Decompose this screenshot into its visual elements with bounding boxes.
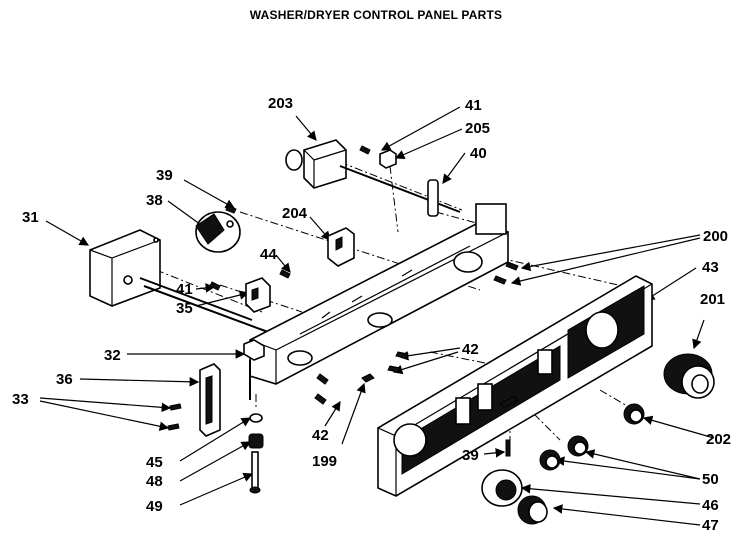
label-39-top: 39 (156, 167, 173, 184)
label-204: 204 (282, 205, 308, 222)
part-48-grommet (248, 433, 264, 449)
part-labels: 203 41 205 40 39 38 204 31 44 200 43 41 … (12, 95, 731, 534)
label-31: 31 (22, 209, 39, 226)
label-42-low: 42 (312, 427, 329, 444)
part-204-bracket (327, 227, 355, 267)
part-39-pin (505, 439, 511, 457)
label-205: 205 (465, 120, 490, 137)
part-50-knobs (539, 435, 589, 471)
part-49-screw (249, 451, 261, 494)
screws (167, 145, 519, 431)
label-49: 49 (146, 498, 163, 515)
label-43: 43 (702, 259, 719, 276)
label-46: 46 (702, 497, 719, 514)
part-47-knob (517, 495, 548, 525)
part-32-actuator (243, 339, 265, 400)
label-35: 35 (176, 300, 193, 317)
part-35-bracket (245, 277, 271, 313)
leader-lines (39, 106, 715, 526)
part-201-knob (663, 353, 715, 399)
part-202-knob (623, 403, 645, 425)
label-40: 40 (470, 145, 487, 162)
label-44: 44 (260, 246, 277, 263)
label-203: 203 (268, 95, 293, 112)
part-199-clip (361, 373, 375, 383)
part-38-switch (195, 211, 241, 253)
label-50: 50 (702, 471, 719, 488)
label-202: 202 (706, 431, 731, 448)
label-201: 201 (700, 291, 725, 308)
part-203-timer (285, 139, 461, 213)
label-42-mid: 42 (462, 341, 479, 358)
part-43-console-panel (377, 275, 653, 497)
label-38: 38 (146, 192, 163, 209)
label-39-low: 39 (462, 447, 479, 464)
label-200: 200 (703, 228, 728, 245)
label-47: 47 (702, 517, 719, 534)
part-46-dial (481, 469, 523, 507)
label-45: 45 (146, 454, 163, 471)
label-48: 48 (146, 473, 163, 490)
part-205-clip (379, 149, 397, 169)
diagram-title: WASHER/DRYER CONTROL PANEL PARTS (249, 8, 503, 22)
label-41-top: 41 (465, 97, 482, 114)
label-41-mid: 41 (176, 281, 193, 298)
label-36: 36 (56, 371, 73, 388)
label-199: 199 (312, 453, 337, 470)
label-33: 33 (12, 391, 29, 408)
part-40-standoff (427, 179, 439, 217)
label-32: 32 (104, 347, 121, 364)
part-31-control-box (89, 229, 269, 333)
part-36-slide (199, 363, 221, 437)
part-45-nut (249, 413, 263, 423)
